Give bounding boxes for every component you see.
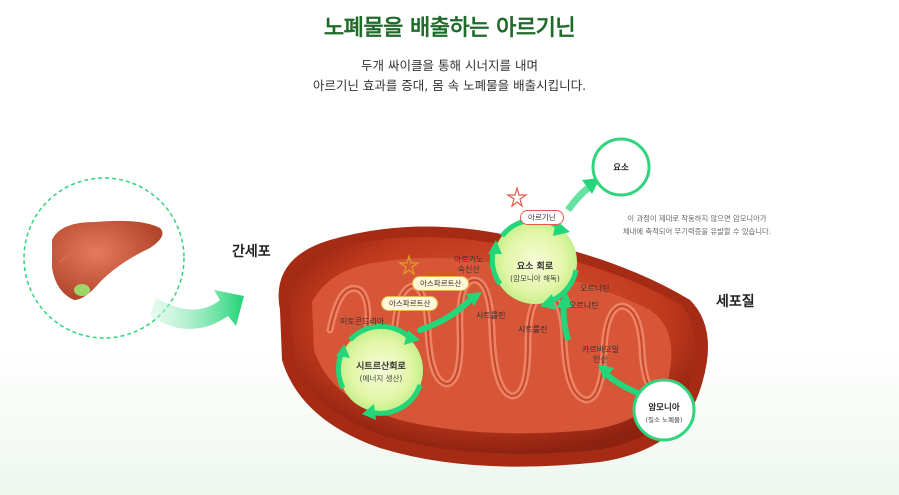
aspartate-badge-2: 아스파르트산 <box>381 296 439 311</box>
mitochondria-label: 미토콘드리아 <box>340 317 385 326</box>
ammonia-label: 암모니아 (질소 노폐물) <box>638 401 690 424</box>
citrulline-label-2: 시트룰린 <box>518 325 548 334</box>
subtitle-line-2: 아르기닌 효과를 증대, 몸 속 노폐물을 배출시킵니다. <box>312 78 587 93</box>
liver-cell-label: 간세포 <box>232 244 271 260</box>
ammonia-circle <box>632 378 696 442</box>
page-title: 노폐물을 배출하는 아르기닌 <box>323 16 576 41</box>
liver-to-cell-arrow <box>150 290 244 329</box>
pathway-arrows <box>417 178 642 397</box>
aspartate-badge-1: 아스파르트산 <box>412 276 470 291</box>
urea-cycle-subtitle: (암모니아 해독) <box>510 274 560 283</box>
urea-output-circle <box>591 137 651 197</box>
star-icon <box>398 253 420 276</box>
ornithine-label-1: 오르니틴 <box>580 284 610 293</box>
liver-illustration <box>23 177 185 339</box>
urea-output-label: 요소 <box>613 163 629 173</box>
argininosuccinate-label: 아르기노 숙신산 <box>454 255 484 274</box>
ammonia-title: 암모니아 <box>648 403 680 413</box>
arginine-badge: 아르기닌 <box>520 210 564 225</box>
cytoplasm-label: 세포질 <box>716 294 755 310</box>
ornithine-label-2: 오르니틴 <box>569 301 599 310</box>
urea-cycle-title: 요소 회로 <box>516 262 554 272</box>
warning-note: 이 과정이 제대로 작동하지 않으면 암모니아가 체내에 축적되어 무기력증을 … <box>622 214 772 236</box>
ammonia-subtitle: (질소 노폐물) <box>645 416 683 424</box>
star-icon <box>506 185 528 208</box>
citric-cycle-label: 시트르산회로 (에너지 생산) <box>336 359 426 384</box>
urea-cycle-label: 요소 회로 (암모니아 해독) <box>490 259 580 284</box>
subtitle-line-1: 두개 싸이클을 통해 시너지를 내며 <box>361 58 538 73</box>
citric-cycle-title: 시트르산회로 <box>356 362 406 372</box>
citrulline-label-1: 시트룰린 <box>476 311 506 320</box>
citric-cycle-circle <box>335 323 423 420</box>
citric-cycle-subtitle: (에너지 생산) <box>359 374 403 383</box>
page-subtitle: 두개 싸이클을 통해 시너지를 내며 아르기닌 효과를 증대, 몸 속 노폐물을… <box>0 56 899 96</box>
carbamoyl-phosphate-label: 카르바모일 인산 <box>582 345 619 364</box>
